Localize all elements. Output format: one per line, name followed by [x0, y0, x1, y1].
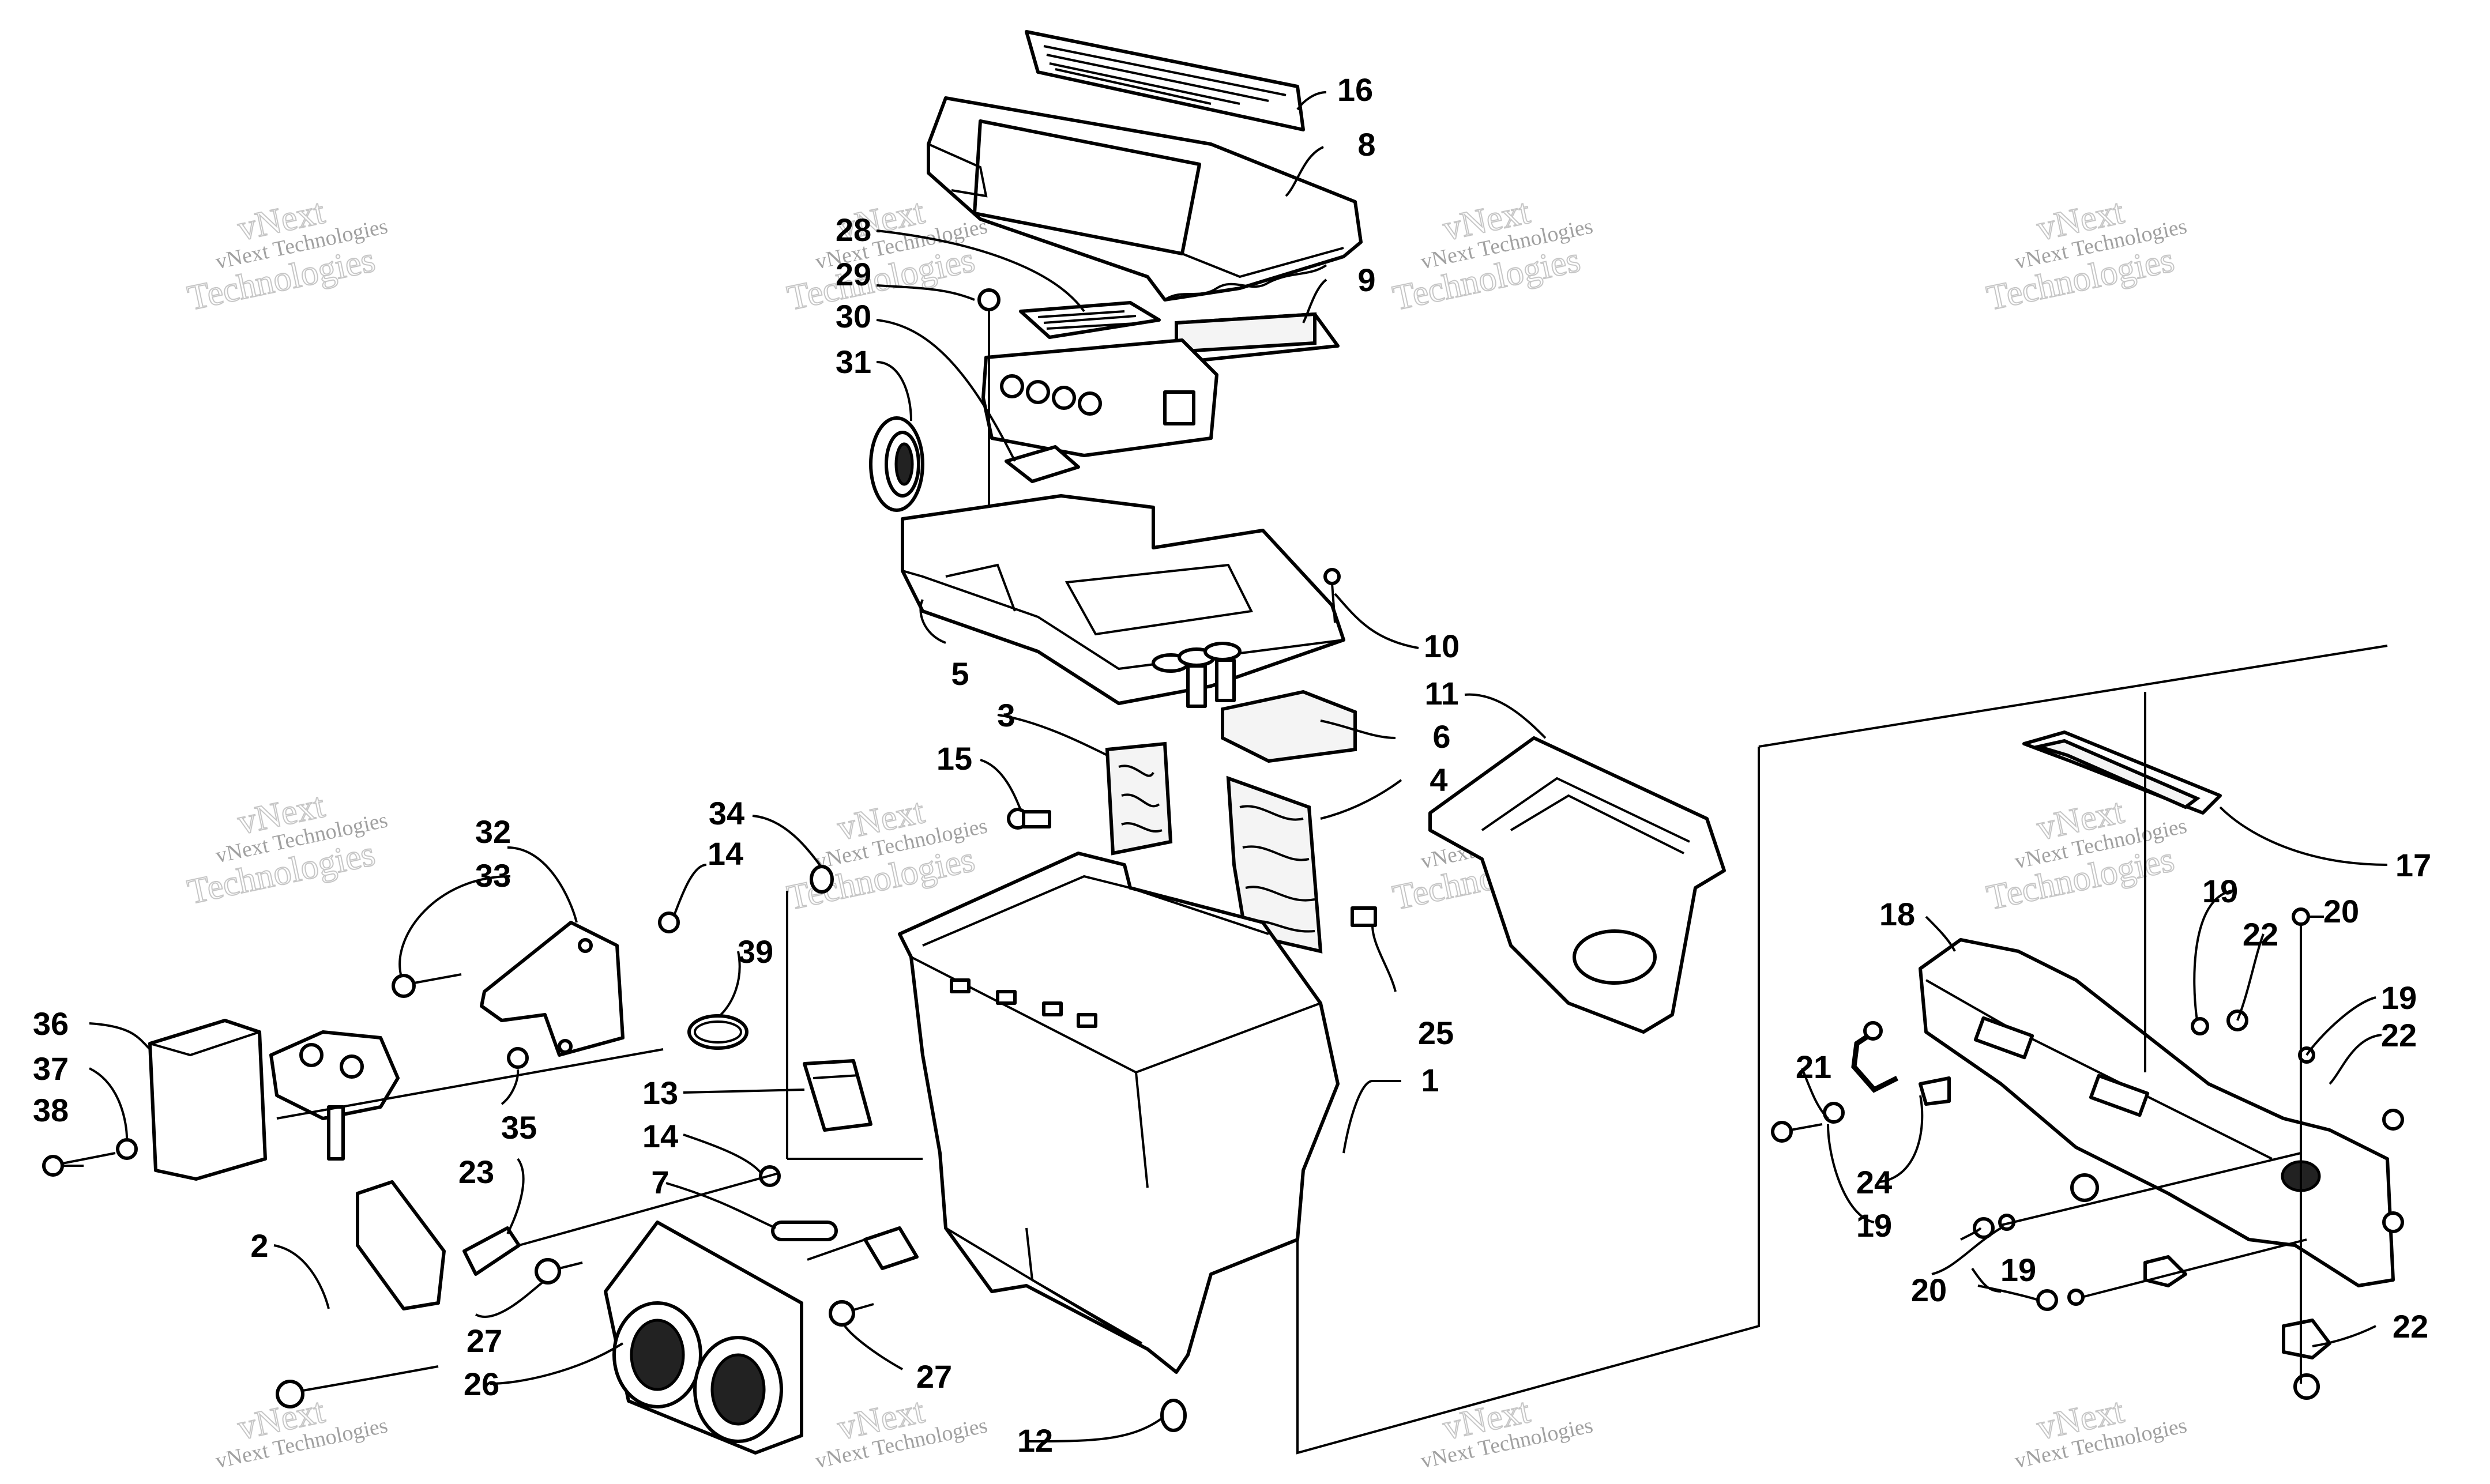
- callout-6: 6: [1432, 718, 1450, 755]
- callout-17: 17: [2395, 847, 2431, 883]
- rod-part-24: [1851, 1021, 1899, 1093]
- callout-10: 10: [1424, 628, 1460, 664]
- cover-part-36: [148, 1019, 267, 1181]
- grommet-part-34: [810, 865, 834, 894]
- screw-part-33: [392, 973, 462, 998]
- callout-21: 21: [1796, 1049, 1831, 1085]
- spacer-part-23: [462, 1172, 779, 1276]
- callout-14-lower: 14: [642, 1118, 678, 1154]
- callout-37: 37: [33, 1050, 69, 1087]
- callout-19-top: 19: [2202, 873, 2238, 909]
- control-label-part: [1019, 301, 1161, 339]
- callout-27-left: 27: [467, 1323, 502, 1359]
- callout-11: 11: [1424, 675, 1458, 711]
- callout-22-right: 22: [2381, 1017, 2417, 1053]
- main-airbox-part-1: [898, 852, 1340, 1374]
- bracket-part-32: [480, 921, 625, 1057]
- bolt-part-25: [1351, 906, 1377, 927]
- duct-part-18: [1919, 938, 2395, 1287]
- callout-27-right: 27: [916, 1358, 952, 1395]
- callout-13: 13: [642, 1075, 678, 1111]
- drain-plug-part-12: [1160, 1399, 1187, 1432]
- callout-22-bottom: 22: [2393, 1308, 2428, 1344]
- callout-35: 35: [501, 1109, 537, 1146]
- foam-pad-part-3: [1105, 741, 1173, 856]
- electrical-box-part: [981, 338, 1218, 483]
- decal-label-part: [1025, 30, 1305, 131]
- callout-19-bottom: 19: [2000, 1252, 2036, 1288]
- airbox-cover-part: [927, 96, 1363, 302]
- callout-30: 30: [836, 298, 871, 334]
- callout-26: 26: [464, 1366, 499, 1402]
- intake-silencer-part-11: [1428, 736, 1726, 1034]
- callout-28: 28: [836, 212, 871, 248]
- throttle-assembly-part: [269, 1030, 664, 1310]
- callout-7: 7: [651, 1164, 669, 1200]
- bolt-part-2: [276, 1365, 439, 1408]
- washer-part-37: [116, 1138, 138, 1160]
- callout-19-left: 19: [1856, 1207, 1892, 1244]
- callout-36: 36: [33, 1005, 69, 1042]
- callout-20-top: 20: [2323, 893, 2359, 929]
- callout-labels: 16 8 9 28 29 30 31 5 10 6 11 3 15 4 25 1…: [33, 71, 2431, 1459]
- leader-lines: [62, 91, 2388, 1442]
- callout-38: 38: [33, 1092, 69, 1128]
- screw-part-10: [1323, 568, 1341, 623]
- callout-15: 15: [936, 740, 972, 777]
- callout-39: 39: [738, 933, 773, 970]
- grommet-part-31: [869, 416, 924, 512]
- callout-14: 14: [708, 835, 743, 872]
- clamp-part-39: [687, 1014, 748, 1050]
- callout-1: 1: [1421, 1062, 1439, 1098]
- foam-pad-part-4: [1226, 775, 1323, 954]
- callout-5: 5: [951, 656, 969, 692]
- clamp-part-7: [771, 1221, 838, 1241]
- callout-4: 4: [1430, 762, 1447, 798]
- callout-12: 12: [1017, 1422, 1053, 1459]
- filter-pad-part: [1175, 312, 1340, 362]
- bolt-part-38: [42, 1152, 116, 1177]
- base-plate-part-5: [901, 494, 1345, 708]
- assembly-frame-lines: [786, 645, 2388, 1455]
- nut-part-14: [658, 912, 680, 933]
- callout-8: 8: [1357, 126, 1375, 163]
- callout-9: 9: [1357, 262, 1375, 298]
- callout-34: 34: [709, 795, 744, 831]
- callout-3: 3: [997, 697, 1015, 733]
- callout-19-right: 19: [2381, 980, 2417, 1016]
- nut-part-35: [507, 1047, 529, 1069]
- callout-32: 32: [475, 813, 511, 850]
- fitting-part: [807, 1226, 919, 1270]
- callout-16: 16: [1337, 71, 1373, 108]
- callout-25: 25: [1418, 1015, 1454, 1051]
- callout-33: 33: [475, 857, 511, 894]
- foam-part-6: [1221, 690, 1357, 763]
- callout-20-bottom: 20: [1911, 1272, 1947, 1308]
- callout-22-top: 22: [2243, 916, 2278, 952]
- intake-duct-part-26: [604, 1221, 803, 1455]
- callout-2: 2: [250, 1227, 268, 1264]
- callout-31: 31: [836, 344, 871, 380]
- gasket-part-17: [2022, 730, 2222, 815]
- bracket-part-13: [803, 1059, 872, 1132]
- callout-24: 24: [1856, 1164, 1892, 1200]
- callout-29: 29: [836, 256, 871, 292]
- knob-part-27-right: [829, 1300, 874, 1327]
- bolt-part-15: [1007, 808, 1051, 830]
- right-hardware: [1771, 692, 2404, 1400]
- callout-18: 18: [1879, 896, 1915, 932]
- callout-23: 23: [458, 1154, 494, 1190]
- knob-part-27-left: [535, 1258, 583, 1285]
